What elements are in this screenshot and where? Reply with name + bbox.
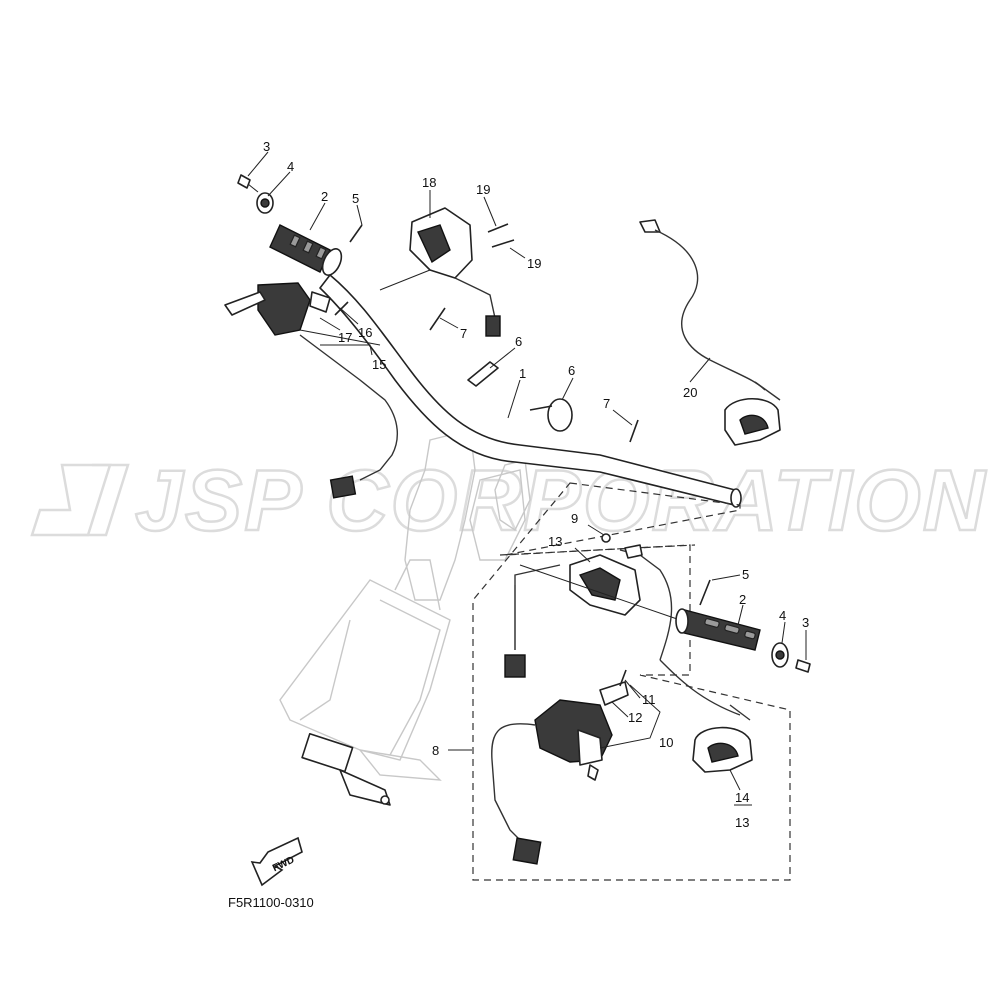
lanyard (639, 219, 781, 446)
watermark: JSP CORPORATION (30, 452, 987, 550)
left-lever-assy (224, 282, 398, 499)
callout-15: 15 (372, 357, 386, 372)
callout-4-right: 4 (779, 608, 786, 623)
callout-12: 12 (628, 710, 642, 725)
throttle-lever-assy (491, 669, 629, 865)
callout-3-right: 3 (802, 615, 809, 630)
callout-11: 11 (642, 692, 656, 707)
left-grip (269, 224, 343, 276)
mount-bracket (301, 732, 391, 806)
callout-13-upper: 13 (548, 534, 562, 549)
callouts: 3 4 2 5 18 19 19 7 6 6 1 7 20 17 16 15 9… (263, 139, 809, 830)
callout-20: 20 (683, 385, 697, 400)
callout-3-left: 3 (263, 139, 270, 154)
callout-2-left: 2 (321, 189, 328, 204)
callout-18: 18 (422, 175, 436, 190)
fwd-arrow-icon: FWD (250, 836, 303, 887)
handlebar (319, 274, 742, 508)
leader-lines (247, 151, 807, 806)
callout-2-right: 2 (739, 592, 746, 607)
right-grip-end (771, 642, 811, 673)
callout-7-lower: 7 (603, 396, 610, 411)
handlebar-cover (379, 207, 501, 337)
right-switch-lower (659, 659, 753, 773)
callout-16: 16 (358, 325, 372, 340)
callout-6-band: 6 (568, 363, 575, 378)
cable-band (529, 398, 573, 432)
watermark-text: JSP CORPORATION (135, 453, 987, 549)
callout-10: 10 (659, 735, 673, 750)
right-switch-upper (504, 533, 673, 678)
callout-14: 14 (735, 790, 749, 805)
callout-6-clip: 6 (515, 334, 522, 349)
callout-5-left: 5 (352, 191, 359, 206)
callout-13-lower: 13 (735, 815, 749, 830)
callout-4-left: 4 (287, 159, 294, 174)
callout-17: 17 (338, 330, 352, 345)
callout-1: 1 (519, 366, 526, 381)
diagram-code: F5R1100-0310 (228, 895, 314, 910)
watermark-logo-icon (30, 463, 112, 537)
right-grip (675, 608, 761, 651)
callout-19-upper: 19 (476, 182, 490, 197)
callout-8: 8 (432, 743, 439, 758)
callout-9: 9 (571, 511, 578, 526)
left-bolt-icon (237, 174, 251, 189)
callout-19-lower: 19 (527, 256, 541, 271)
callout-7-upper: 7 (460, 326, 467, 341)
callout-5-right: 5 (742, 567, 749, 582)
steering-column-ghost (279, 429, 531, 781)
left-grip-end (237, 174, 274, 214)
